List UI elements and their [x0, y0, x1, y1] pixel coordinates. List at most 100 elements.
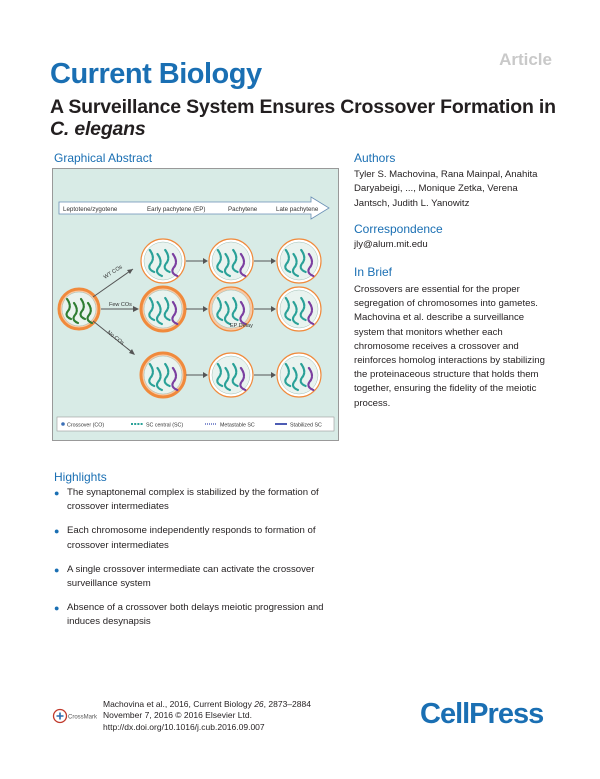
- highlight-text: Absence of a crossover both delays meiot…: [67, 602, 324, 628]
- title-species: C. elegans: [50, 118, 146, 140]
- legend-item-0: Crossover (CO): [67, 423, 104, 429]
- nucleus-wt-early-chromosome: [155, 252, 163, 278]
- nucleus-wt-early-chromosome: [148, 248, 156, 274]
- highlights-list: ● The synaptonemal complex is stabilized …: [54, 486, 354, 640]
- highlight-item: ● Absence of a crossover both delays meio…: [54, 601, 354, 629]
- graphical-abstract-heading: Graphical Abstract: [54, 151, 153, 165]
- nucleus-few-pachytene-chromosome: [223, 300, 231, 326]
- nucleus-none-late-chromosome: [307, 366, 315, 392]
- highlight-text: Each chromosome independently responds t…: [67, 525, 316, 551]
- journal-title[interactable]: Current Biology: [50, 58, 262, 90]
- authors-heading: Authors: [354, 151, 396, 165]
- progression-arrowhead: [203, 372, 208, 378]
- nucleus-wt-pachytene-chromosome: [239, 252, 247, 278]
- nucleus-wt-pachytene-chromosome: [216, 248, 224, 274]
- cellpress-logo[interactable]: CellPress: [420, 698, 544, 730]
- graphical-abstract-figure: Leptotene/zygotene Early pachytene (EP) …: [52, 168, 339, 441]
- bullet-icon: ●: [54, 603, 60, 614]
- stage-label-2: Pachytene: [228, 206, 258, 213]
- stage-label-1: Early pachytene (EP): [147, 206, 205, 213]
- title-main-text: A Surveillance System Ensures Crossover …: [50, 96, 556, 118]
- nucleus-wt-early: [140, 238, 186, 284]
- nucleus-leptotene-chromosome: [72, 301, 80, 325]
- progression-arrowhead: [271, 372, 276, 378]
- nucleus-wt-late-chromosome: [291, 252, 299, 278]
- correspondence-heading: Correspondence: [354, 222, 443, 236]
- legend-item-2: Metastable SC: [220, 423, 255, 429]
- correspondence-email[interactable]: jly@alum.mit.edu: [354, 239, 428, 250]
- nucleus-none-late-chromosome: [291, 366, 299, 392]
- bullet-icon: ●: [54, 526, 60, 537]
- doi-link[interactable]: http://dx.doi.org/10.1016/j.cub.2016.09.…: [103, 721, 265, 732]
- nucleus-few-late-chromosome: [291, 300, 299, 326]
- bullet-icon: ●: [54, 488, 60, 498]
- graphical-abstract-svg: Leptotene/zygotene Early pachytene (EP) …: [53, 169, 338, 440]
- nucleus-few-pachytene-chromosome: [239, 300, 247, 326]
- nucleus-few-pachytene-chromosome: [216, 296, 224, 322]
- nucleus-wt-late-chromosome: [307, 252, 315, 278]
- nucleus-wt-pachytene: [208, 238, 254, 284]
- nucleus-few-early-chromosome: [148, 296, 156, 322]
- nucleus-few-pachytene-chromosome: [231, 296, 239, 322]
- citation-line: Machovina et al., 2016, Current Biology …: [103, 699, 311, 709]
- nucleus-leptotene-chromosome: [65, 297, 73, 321]
- nucleus-wt-late: [276, 238, 322, 284]
- nucleus-none-early-chromosome: [163, 362, 171, 388]
- nucleus-wt-pachytene-chromosome: [231, 248, 239, 274]
- legend-item-3: Stabilized SC: [290, 423, 322, 429]
- branch-arrow-none: [92, 320, 134, 354]
- nucleus-few-pachytene: [208, 286, 254, 332]
- nucleus-none-late-chromosome: [299, 362, 307, 388]
- stage-progression-arrow: [58, 196, 330, 220]
- citation-date: November 7, 2016 © 2016 Elsevier Ltd.: [103, 710, 252, 721]
- nucleus-none-early-chromosome: [148, 362, 156, 388]
- nucleus-none-early: [139, 351, 187, 399]
- in-brief-heading: In Brief: [354, 265, 393, 279]
- nucleus-none-pachytene-chromosome: [223, 366, 231, 392]
- authors-list: Tyler S. Machovina, Rana Mainpal, Anahit…: [354, 169, 538, 209]
- progression-arrowhead: [271, 306, 276, 312]
- nucleus-none-late-chromosome: [284, 362, 292, 388]
- stage-label-0: Leptotene/zygotene: [63, 206, 118, 213]
- article-type-label: Article: [499, 50, 552, 69]
- nucleus-wt-pachytene-chromosome: [223, 252, 231, 278]
- article-title: A Surveillance System Ensures Crossover …: [50, 96, 560, 140]
- stage-label-3: Late pachytene: [276, 206, 319, 213]
- nucleus-few-late-chromosome: [307, 300, 315, 326]
- in-brief-text: Crossovers are essential for the proper …: [354, 284, 545, 409]
- citation-block: Machovina et al., 2016, Current Biology …: [103, 699, 311, 733]
- nucleus-none-pachytene-chromosome: [239, 366, 247, 392]
- progression-arrowhead: [203, 306, 208, 312]
- nucleus-leptotene-chromosome: [86, 301, 94, 325]
- nucleus-none-early-chromosome: [155, 366, 163, 392]
- nuclei-group: [57, 238, 322, 399]
- nucleus-few-early-chromosome: [163, 296, 171, 322]
- nucleus-none-pachytene-chromosome: [231, 362, 239, 388]
- legend-item-1: SC central (SC): [146, 423, 183, 429]
- nucleus-few-late-chromosome: [284, 296, 292, 322]
- nucleus-few-late-chromosome: [299, 296, 307, 322]
- nucleus-none-pachytene: [208, 352, 254, 398]
- citation-volume: 26: [254, 699, 264, 709]
- highlight-text: A single crossover intermediate can acti…: [67, 563, 315, 590]
- nucleus-wt-late-chromosome: [299, 248, 307, 274]
- nucleus-few-early: [139, 285, 187, 333]
- nucleus-wt-late-chromosome: [284, 248, 292, 274]
- nucleus-leptotene: [57, 287, 101, 331]
- highlight-item: ● The synaptonemal complex is stabilized …: [54, 486, 354, 514]
- legend-box: [56, 416, 335, 432]
- nucleus-none-late: [276, 352, 322, 398]
- bullet-icon: ●: [54, 564, 60, 575]
- highlight-item: ● Each chromosome independently responds …: [54, 524, 354, 552]
- nucleus-few-early-chromosome: [155, 300, 163, 326]
- nucleus-leptotene-chromosome: [79, 297, 87, 321]
- highlight-text: The synaptonemal complex is stabilized b…: [67, 487, 319, 513]
- legend-co-symbol: [61, 422, 65, 426]
- nucleus-wt-early-chromosome: [171, 252, 179, 278]
- crossmark-icon[interactable]: CrossMark: [52, 708, 100, 724]
- highlight-item: ● A single crossover intermediate can act…: [54, 563, 354, 591]
- progression-arrowhead: [203, 258, 208, 264]
- nucleus-none-pachytene-chromosome: [216, 362, 224, 388]
- nucleus-none-early-chromosome: [171, 366, 179, 392]
- nucleus-few-early-chromosome: [171, 300, 179, 326]
